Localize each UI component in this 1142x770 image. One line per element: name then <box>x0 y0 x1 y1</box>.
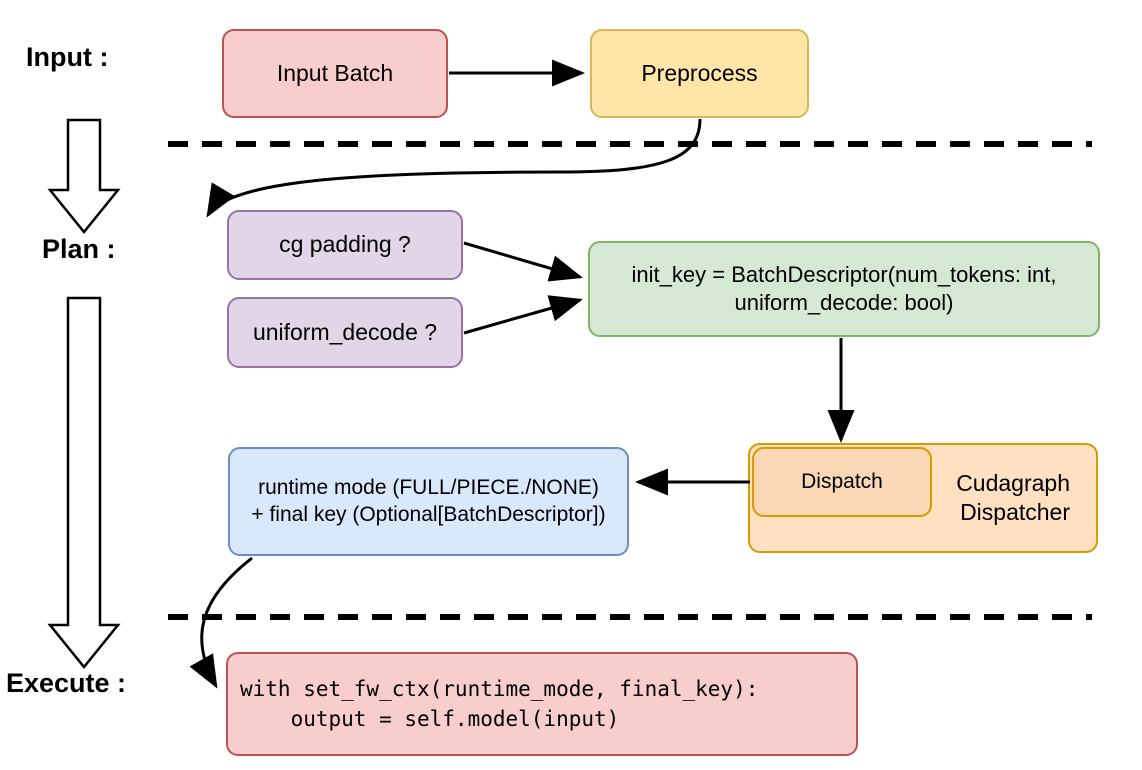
node-cudagraph-dispatcher-line2: Dispatcher <box>960 499 1070 525</box>
node-init-key-line1: init_key = BatchDescriptor(num_tokens: i… <box>631 261 1057 287</box>
node-dispatch-label: Dispatch <box>801 469 883 493</box>
stage-label-plan: Plan : <box>42 234 116 264</box>
node-init-key[interactable]: init_key = BatchDescriptor(num_tokens: i… <box>588 241 1100 337</box>
node-init-key-line2: uniform_decode: bool) <box>734 290 954 315</box>
node-input-batch[interactable]: Input Batch <box>222 29 448 118</box>
node-cg-padding-label: cg padding ? <box>279 231 411 258</box>
node-uniform-decode-label: uniform_decode ? <box>252 318 438 345</box>
arrow-cg-padding-to-init-key <box>463 241 583 282</box>
execute-code-line1: with set_fw_ctx(runtime_mode, final_key)… <box>240 676 759 701</box>
node-runtime-mode-line1: runtime mode (FULL/PIECE./NONE) <box>258 475 599 499</box>
node-cudagraph-dispatcher-line1: Cudagraph <box>956 469 1070 496</box>
execute-code-line2: output = self.model(input) <box>240 707 620 731</box>
node-runtime-mode-line2: + final key (Optional[BatchDescriptor]) <box>251 502 606 526</box>
block-arrow-plan-to-execute <box>47 296 121 669</box>
node-cg-padding[interactable]: cg padding ? <box>227 210 463 280</box>
node-preprocess[interactable]: Preprocess <box>590 29 809 118</box>
execute-code-text: with set_fw_ctx(runtime_mode, final_key)… <box>240 674 758 735</box>
stage-label-input: Input : <box>26 42 109 72</box>
node-execute-code[interactable]: with set_fw_ctx(runtime_mode, final_key)… <box>226 652 858 756</box>
node-input-batch-label: Input Batch <box>276 59 394 86</box>
node-runtime-mode[interactable]: runtime mode (FULL/PIECE./NONE) + final … <box>228 447 629 556</box>
arrow-preprocess-to-cg-padding <box>206 118 702 218</box>
node-dispatch[interactable]: Dispatch <box>752 447 932 517</box>
node-uniform-decode[interactable]: uniform_decode ? <box>227 297 463 368</box>
stage-label-execute: Execute : <box>6 668 127 698</box>
node-preprocess-label: Preprocess <box>641 59 758 86</box>
block-arrow-input-to-plan <box>47 118 121 234</box>
arrow-uniform-decode-to-init-key <box>463 295 583 335</box>
